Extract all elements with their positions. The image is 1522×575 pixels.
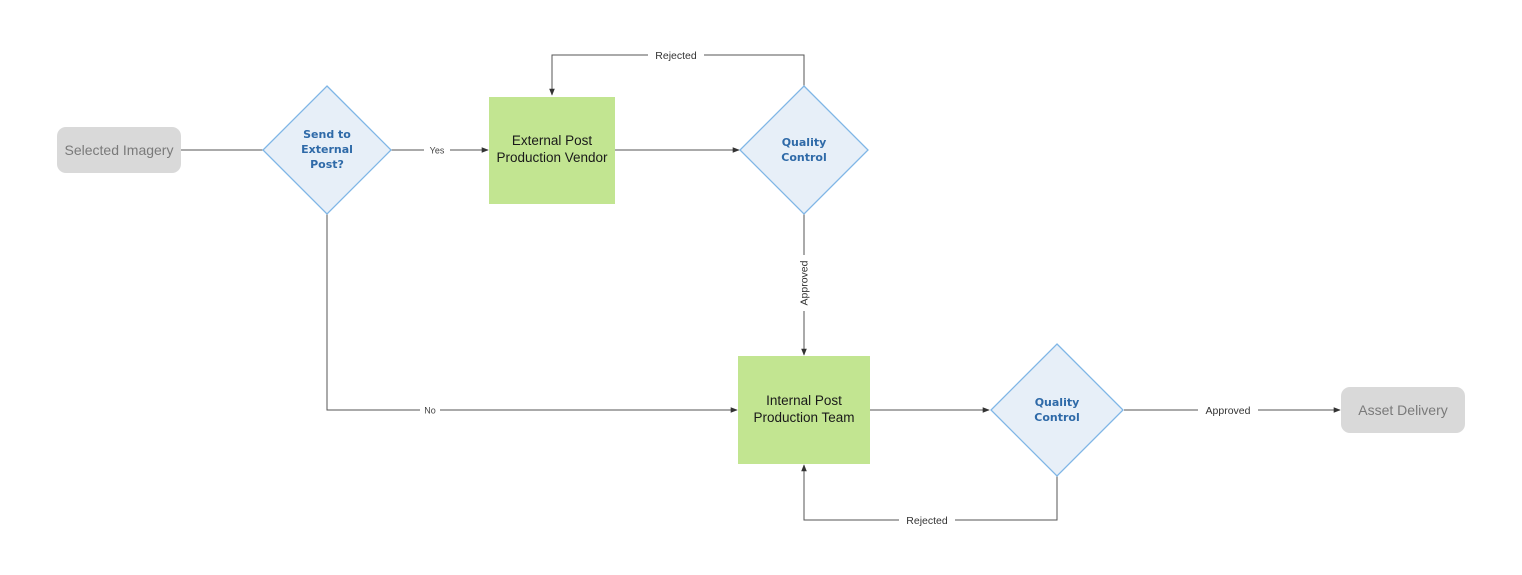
edge-label-approved-vertical: Approved [799,260,811,305]
decision-quality-control-2-label-2: Control [1034,411,1079,424]
decision-send-to-external[interactable]: Send to External Post? [262,85,392,215]
node-asset-delivery-label: Asset Delivery [1358,402,1447,418]
decision-send-to-external-label-1: Send to [303,128,351,141]
edge-no [326,214,738,413]
edge-rejected-bottom [801,464,1058,521]
decision-quality-control-1[interactable]: Quality Control [739,85,869,215]
node-selected-imagery-label: Selected Imagery [65,142,174,158]
edge-label-rejected-top: Rejected [655,50,697,62]
decision-send-to-external-label-3: Post? [310,158,344,171]
decision-send-to-external-label-2: External [301,143,353,156]
node-external-vendor[interactable]: External Post Production Vendor [489,97,615,204]
node-asset-delivery[interactable]: Asset Delivery [1341,387,1465,433]
decision-quality-control-2[interactable]: Quality Control [990,343,1124,477]
node-external-vendor-label-2: Production Vendor [496,150,608,165]
nodes: Selected Imagery Send to External Post? … [57,85,1465,477]
node-internal-team-label-1: Internal Post [766,393,842,408]
edge-label-rejected-bottom: Rejected [906,515,948,527]
node-external-vendor-label-1: External Post [512,133,593,148]
node-selected-imagery[interactable]: Selected Imagery [57,127,181,173]
decision-quality-control-1-label-2: Control [781,151,826,164]
edges: Yes Rejected Approved No Approved Reject… [181,47,1341,528]
decision-quality-control-1-label-1: Quality [782,136,827,149]
edge-label-no: No [424,406,436,416]
edge-label-approved-final: Approved [1206,405,1251,417]
decision-quality-control-2-label-1: Quality [1035,396,1080,409]
edge-label-yes: Yes [430,146,445,156]
node-internal-team[interactable]: Internal Post Production Team [738,356,870,464]
node-internal-team-label-2: Production Team [753,410,854,425]
